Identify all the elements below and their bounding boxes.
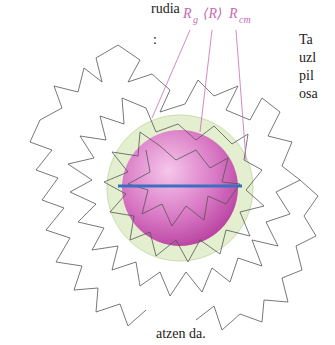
symbol-label: ⟨R⟩ [202, 6, 223, 22]
text-fragment: uzl [298, 50, 317, 66]
diameter-line [118, 185, 242, 188]
leader-line [152, 30, 190, 118]
text-fragment: : [152, 32, 158, 48]
text-fragment: rudia [150, 1, 181, 17]
symbol-label: g [192, 14, 199, 25]
outer-sphere [107, 115, 253, 261]
text-fragment: pil [298, 68, 315, 84]
text-fragment: atzen da. [155, 326, 207, 342]
text-fragment: osa [298, 86, 319, 102]
symbol-label: R [228, 6, 239, 22]
symbol-label: R [182, 6, 193, 22]
leader-line [236, 30, 246, 160]
inner-sphere [122, 130, 238, 246]
leader-line [200, 30, 212, 132]
text-fragment: Ta [298, 32, 314, 48]
symbol-label: cm [238, 14, 252, 25]
